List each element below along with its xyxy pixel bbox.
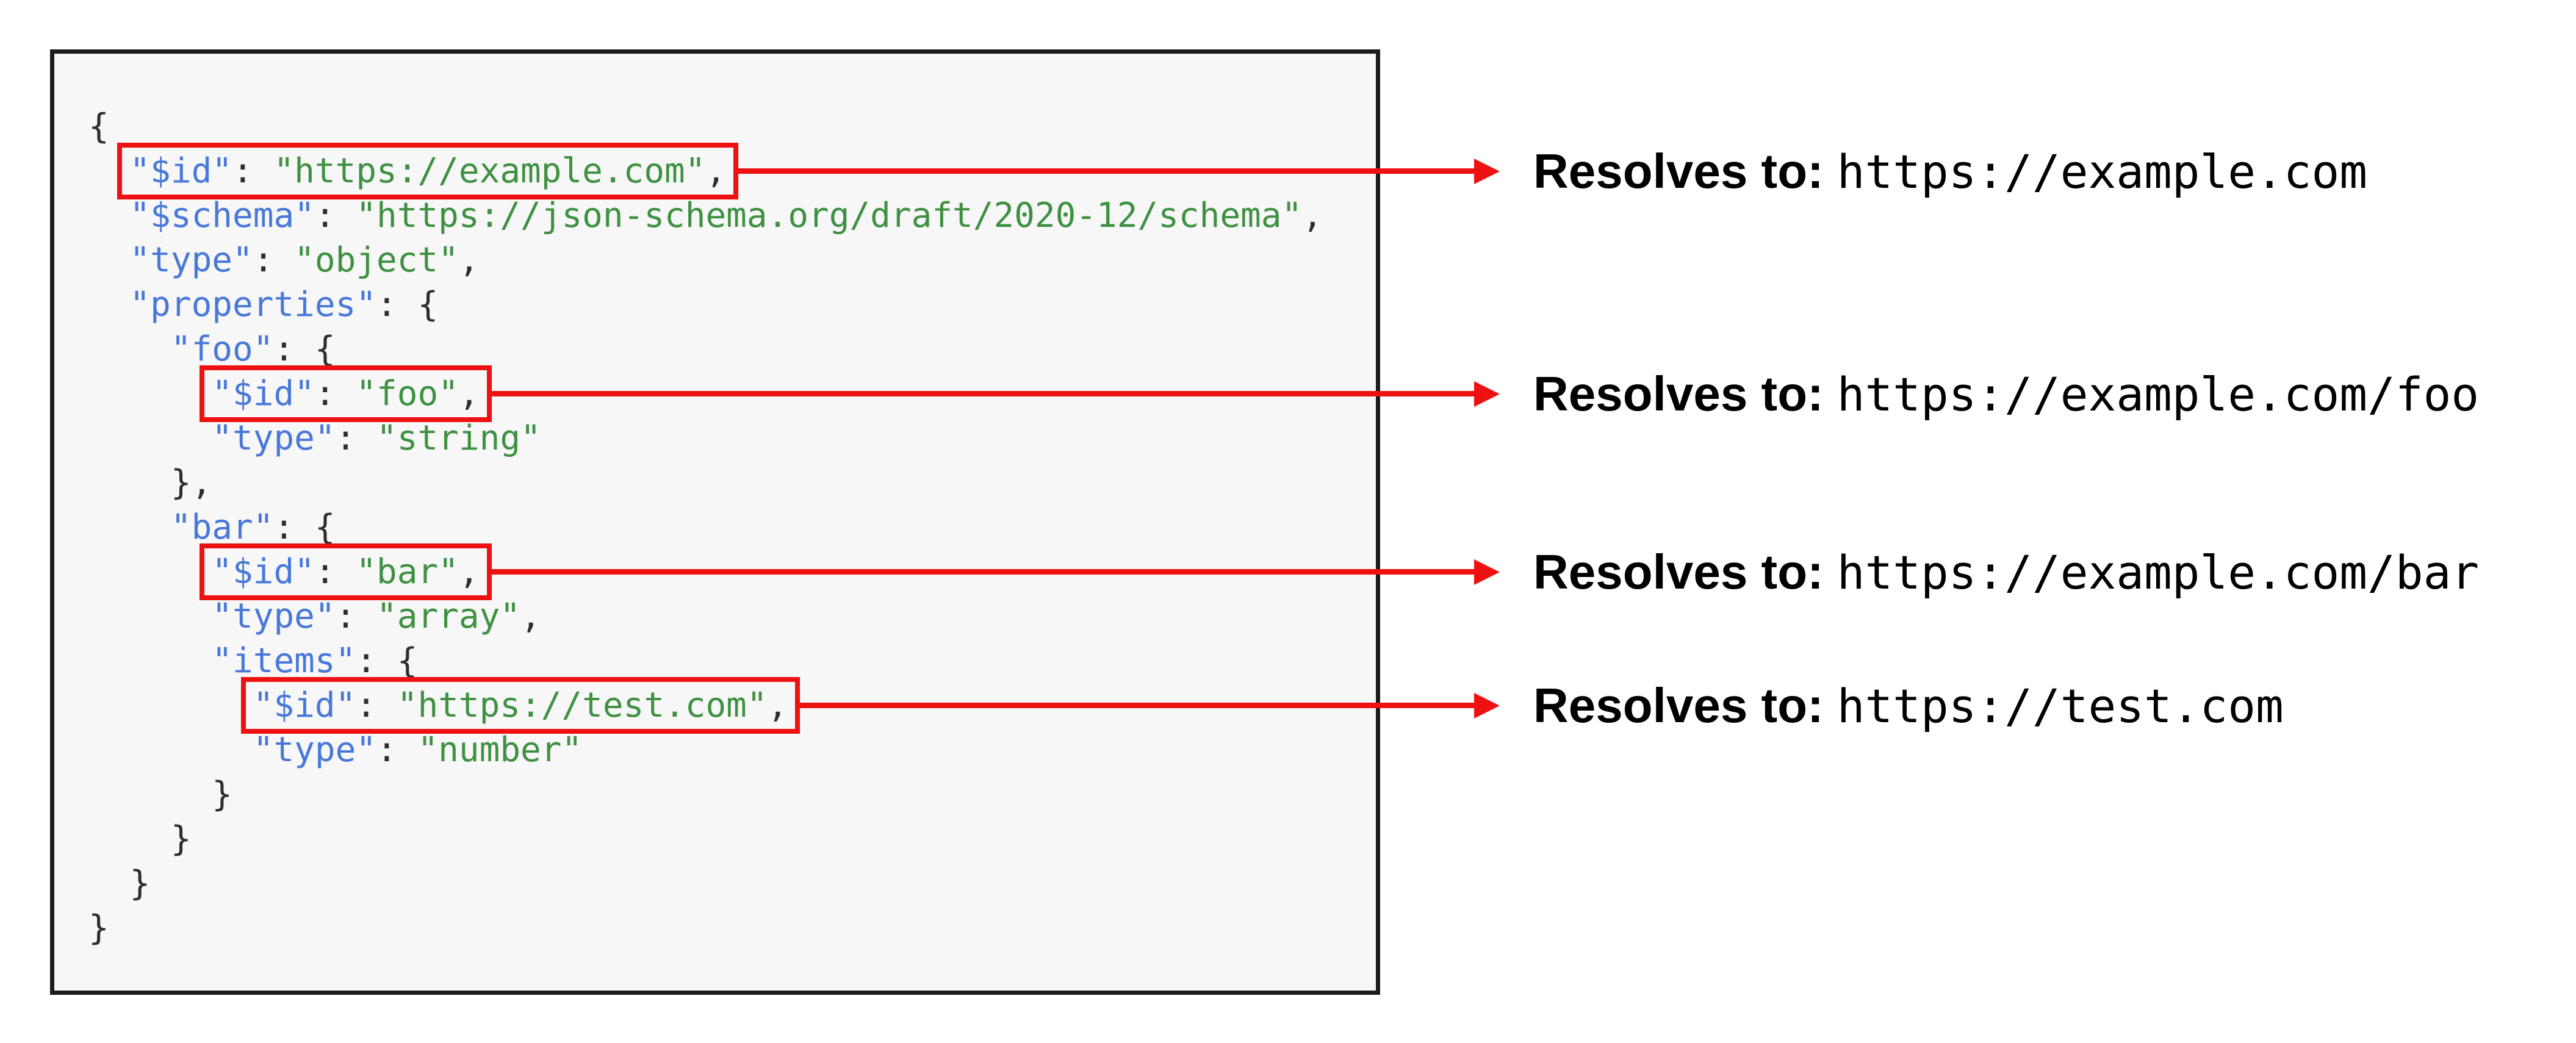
code-line: },: [88, 461, 1376, 505]
code-token-punct: :: [314, 374, 356, 414]
code-token-str: "array": [376, 597, 521, 636]
code-token-str: "https://json-schema.org/draft/2020-12/s…: [356, 196, 1303, 235]
arrowhead-icon: [1474, 158, 1500, 184]
resolution-annotation: Resolves to: https://test.com: [1533, 681, 2284, 730]
code-token-key: "foo": [170, 329, 274, 369]
annotation-uri: https://example.com/bar: [1837, 545, 2480, 600]
code-token-punct: }: [212, 775, 233, 814]
code-token-punct: ,: [520, 597, 541, 636]
code-token-str: "https://test.com": [397, 686, 768, 725]
code-line: "foo": {: [88, 327, 1376, 371]
annotation-label: Resolves to:: [1533, 678, 1824, 733]
code-line: {: [88, 104, 1376, 149]
annotation-label: Resolves to:: [1533, 143, 1824, 198]
code-token-key: "properties": [129, 285, 377, 324]
code-line: "$schema": "https://json-schema.org/draf…: [88, 193, 1376, 238]
code-token-key: "$id": [253, 686, 356, 725]
code-token-punct: ,: [1302, 196, 1323, 235]
code-token-punct: ,: [458, 374, 480, 414]
code-line: }: [88, 906, 1376, 950]
id-highlight-box: "$id": "https://test.com",: [240, 677, 801, 734]
code-token-key: "$schema": [129, 196, 315, 235]
id-highlight-box: "$id": "https://example.com",: [117, 143, 739, 199]
code-token-punct: }: [88, 908, 109, 948]
code-token-punct: ,: [705, 151, 727, 191]
code-token-punct: :: [314, 552, 356, 592]
code-line: "properties": {: [88, 282, 1376, 327]
json-schema-code-panel: { "$id": "https://example.com", "$schema…: [50, 49, 1380, 995]
id-highlight-box: "$id": "bar",: [200, 543, 492, 600]
resolve-arrow-line: [490, 569, 1477, 575]
code-token-str: "https://example.com": [273, 151, 706, 191]
code-token-punct: {: [88, 107, 109, 146]
code-token-key: "type": [253, 730, 377, 770]
arrowhead-icon: [1474, 692, 1500, 719]
code-line: }: [88, 861, 1376, 906]
code-token-punct: },: [170, 463, 212, 503]
code-token-key: "bar": [170, 507, 274, 547]
code-token-punct: : {: [376, 285, 439, 324]
annotation-uri: https://example.com/foo: [1837, 367, 2480, 421]
code-line: "type": "array",: [88, 594, 1376, 639]
code-token-punct: }: [170, 819, 192, 859]
code-line: "$id": "https://example.com",: [88, 143, 1376, 199]
code-line: "type": "number": [88, 728, 1376, 772]
code-token-punct: :: [314, 196, 356, 235]
arrowhead-icon: [1474, 381, 1500, 407]
resolve-arrow-line: [490, 391, 1477, 396]
code-token-str: "number": [417, 730, 583, 770]
code-token-key: "$id": [212, 552, 315, 592]
arrowhead-icon: [1474, 559, 1500, 585]
code-line: }: [88, 772, 1376, 817]
code-line: "$id": "foo",: [88, 365, 1376, 422]
code-token-punct: :: [232, 151, 274, 191]
code-token-key: "type": [212, 597, 336, 636]
code-line: "$id": "bar",: [88, 543, 1376, 600]
code-token-punct: :: [356, 686, 397, 725]
code-token-str: "object": [294, 240, 459, 280]
resolution-annotation: Resolves to: https://example.com: [1533, 143, 2368, 199]
code-token-punct: : {: [273, 507, 336, 547]
code-line: "$id": "https://test.com",: [88, 677, 1376, 734]
code-token-key: "$id": [129, 151, 233, 191]
code-token-punct: ,: [458, 240, 480, 280]
code-line: "bar": {: [88, 505, 1376, 550]
code-token-punct: :: [376, 730, 418, 770]
id-highlight-box: "$id": "foo",: [200, 365, 492, 422]
code-token-punct: :: [335, 597, 377, 636]
code-token-punct: :: [253, 240, 295, 280]
code-token-key: "$id": [212, 374, 315, 414]
code-token-key: "type": [212, 418, 336, 458]
code-token-punct: ,: [458, 552, 480, 592]
resolve-arrow-line: [737, 168, 1477, 174]
code-token-str: "string": [376, 418, 541, 458]
code-token-punct: : {: [273, 329, 336, 369]
code-token-str: "bar": [356, 552, 459, 592]
annotation-uri: https://test.com: [1837, 678, 2284, 733]
code-line: "items": {: [88, 639, 1376, 683]
code-token-punct: }: [129, 864, 151, 903]
code-token-punct: : {: [356, 641, 418, 681]
resolution-annotation: Resolves to: https://example.com/foo: [1533, 366, 2480, 421]
code-line: "type": "object",: [88, 238, 1376, 282]
code-token-punct: :: [335, 418, 377, 458]
code-token-key: "items": [212, 641, 356, 681]
code-token-str: "foo": [356, 374, 459, 414]
resolution-annotation: Resolves to: https://example.com/bar: [1533, 544, 2480, 600]
code-line: }: [88, 817, 1376, 861]
code-token-key: "type": [129, 240, 253, 280]
annotation-label: Resolves to:: [1533, 366, 1824, 421]
annotation-uri: https://example.com: [1837, 144, 2368, 199]
json-code: { "$id": "https://example.com", "$schema…: [54, 54, 1376, 991]
code-token-punct: ,: [767, 686, 788, 725]
code-line: "type": "string": [88, 416, 1376, 461]
resolve-arrow-line: [799, 703, 1477, 708]
annotation-label: Resolves to:: [1533, 544, 1824, 599]
